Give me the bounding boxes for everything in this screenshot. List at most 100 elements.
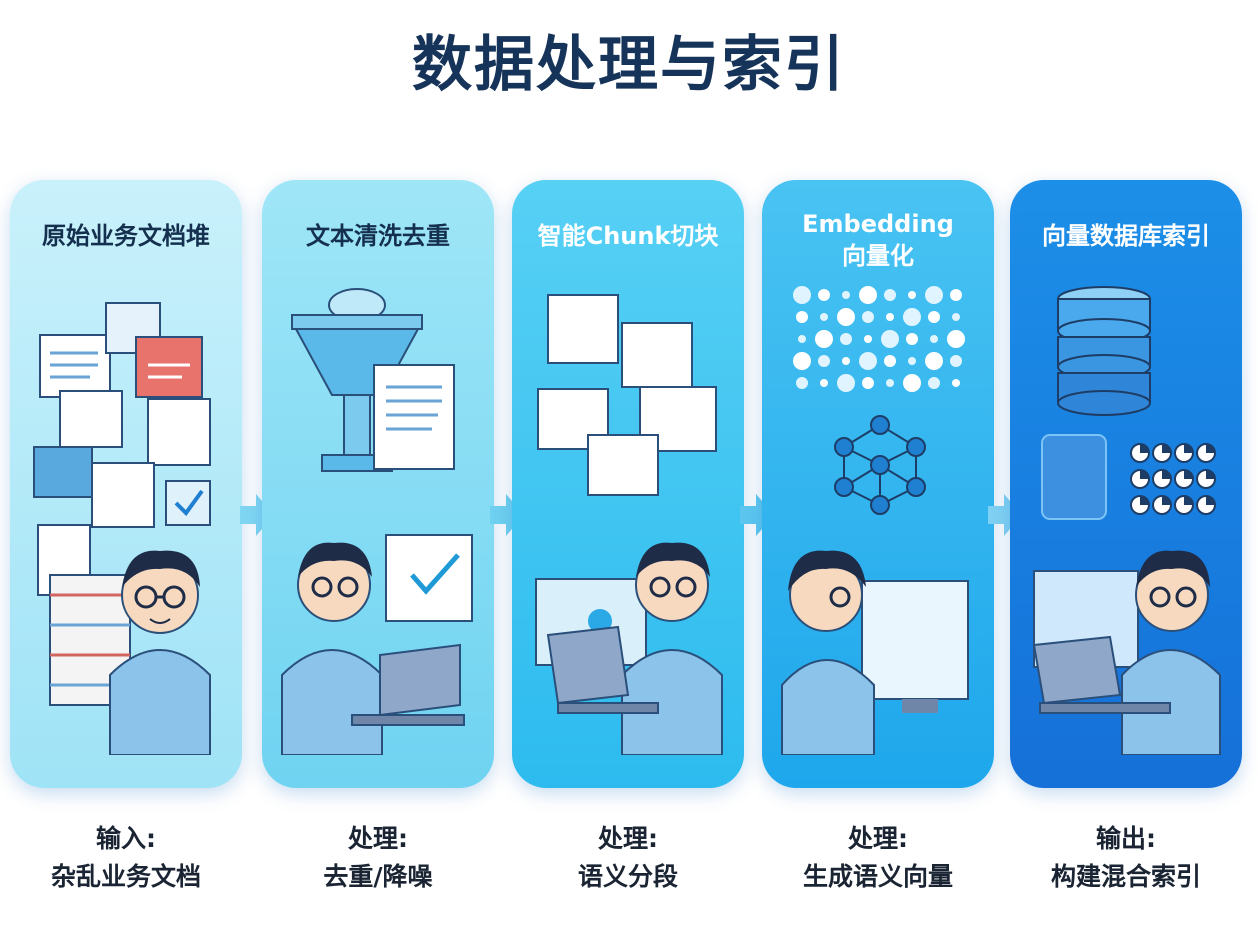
vector-dot	[903, 308, 921, 326]
vector-dot	[908, 357, 916, 365]
caption-label: 处理:	[348, 824, 408, 853]
step-caption: 处理: 语义分段	[512, 820, 744, 896]
step-title: 向量数据库索引	[1042, 222, 1210, 250]
vector-dot	[950, 289, 962, 301]
vector-dot	[928, 377, 940, 389]
vector-dot	[925, 352, 943, 370]
vector-dot	[864, 335, 872, 343]
step-chunking: 智能Chunk切块	[512, 180, 744, 788]
vector-dot	[881, 330, 899, 348]
chunk-card	[621, 322, 693, 388]
laptop-icon	[546, 625, 659, 714]
worker-avatar	[281, 542, 383, 755]
vector-dot	[950, 355, 962, 367]
step-title-line2: 向量化	[842, 242, 914, 270]
vector-dot	[903, 374, 921, 392]
document-icon	[39, 334, 111, 398]
caption-label: 输入:	[96, 824, 156, 853]
vector-dot	[796, 377, 808, 389]
step-caption: 输入: 杂乱业务文档	[10, 820, 242, 896]
pie-slice	[1140, 470, 1149, 479]
index-chart-grid	[1130, 443, 1216, 515]
chunk-card	[547, 294, 619, 364]
caption-text: 构建混合索引	[1050, 862, 1201, 891]
database-icon	[1057, 286, 1151, 416]
pie-slice	[1184, 496, 1193, 505]
pie-slice	[1162, 470, 1171, 479]
pie-slice	[1206, 470, 1215, 479]
vector-dot	[862, 377, 874, 389]
check-document-icon	[165, 480, 211, 526]
image-file-icon	[33, 446, 93, 498]
vector-dot	[952, 313, 960, 321]
vector-dot-grid	[793, 286, 965, 392]
vector-dot	[928, 311, 940, 323]
caption-label: 处理:	[598, 824, 658, 853]
caption-text: 语义分段	[577, 862, 678, 891]
document-pile-illustration	[33, 302, 211, 755]
step-raw-documents: 原始业务文档堆	[10, 180, 242, 788]
vector-dot	[815, 330, 833, 348]
caption-text: 生成语义向量	[802, 862, 953, 891]
pie-slice	[1162, 444, 1171, 453]
step-vector-database: 向量数据库索引	[1010, 180, 1242, 788]
flow-arrow-icon	[490, 494, 524, 536]
vector-dot	[862, 311, 874, 323]
step-title-line1: Embedding	[802, 210, 954, 238]
neural-network-icon	[834, 415, 926, 515]
step-embedding: Embedding 向量化	[762, 180, 994, 788]
monitor-icon	[861, 580, 969, 713]
flow-arrow-icon	[988, 494, 1022, 536]
vector-dot	[840, 333, 852, 345]
vector-dot	[796, 311, 808, 323]
laptop-icon	[351, 643, 465, 726]
worker-avatar	[781, 550, 875, 755]
step-text-cleaning: 文本清洗去重	[262, 180, 494, 788]
caption-label: 处理:	[848, 824, 908, 853]
vector-dot	[798, 335, 806, 343]
pie-slice	[1140, 496, 1149, 505]
flow-arrow-icon	[240, 494, 274, 536]
database-illustration	[1032, 286, 1221, 755]
vector-dot	[837, 374, 855, 392]
step-title: Embedding 向量化	[762, 208, 994, 272]
vector-dot	[925, 286, 943, 304]
pie-slice	[1162, 496, 1171, 505]
vector-dot	[859, 286, 877, 304]
laptop-icon	[1032, 635, 1171, 714]
vector-dot	[842, 291, 850, 299]
vector-dot	[886, 379, 894, 387]
caption-text: 杂乱业务文档	[50, 862, 201, 891]
step-title: 文本清洗去重	[306, 222, 450, 250]
vector-dot	[947, 330, 965, 348]
vector-dot	[842, 357, 850, 365]
caption-text: 去重/降噪	[323, 862, 433, 891]
step-caption: 输出: 构建混合索引	[1010, 820, 1242, 896]
embedding-illustration	[781, 286, 969, 755]
worker-avatar	[109, 550, 211, 755]
step-title: 原始业务文档堆	[42, 222, 210, 250]
red-document-icon	[135, 336, 203, 398]
document-icon	[373, 364, 455, 470]
document-icon	[91, 462, 155, 528]
pie-slice	[1206, 444, 1215, 453]
vector-dot	[908, 291, 916, 299]
pie-slice	[1184, 470, 1193, 479]
step-title: 智能Chunk切块	[537, 222, 719, 250]
step-caption: 处理: 生成语义向量	[762, 820, 994, 896]
monitor-check-icon	[385, 534, 473, 622]
vector-dot	[930, 335, 938, 343]
index-panel	[1041, 434, 1107, 520]
vector-dot	[884, 289, 896, 301]
worker-avatar	[1121, 550, 1221, 755]
chunk-card	[587, 434, 659, 496]
pie-slice	[1140, 444, 1149, 453]
vector-dot	[820, 379, 828, 387]
vector-dot	[884, 355, 896, 367]
vector-dot	[906, 333, 918, 345]
step-caption: 处理: 去重/降噪	[262, 820, 494, 896]
vector-dot	[818, 289, 830, 301]
page-title: 数据处理与索引	[412, 30, 846, 100]
vector-dot	[886, 313, 894, 321]
